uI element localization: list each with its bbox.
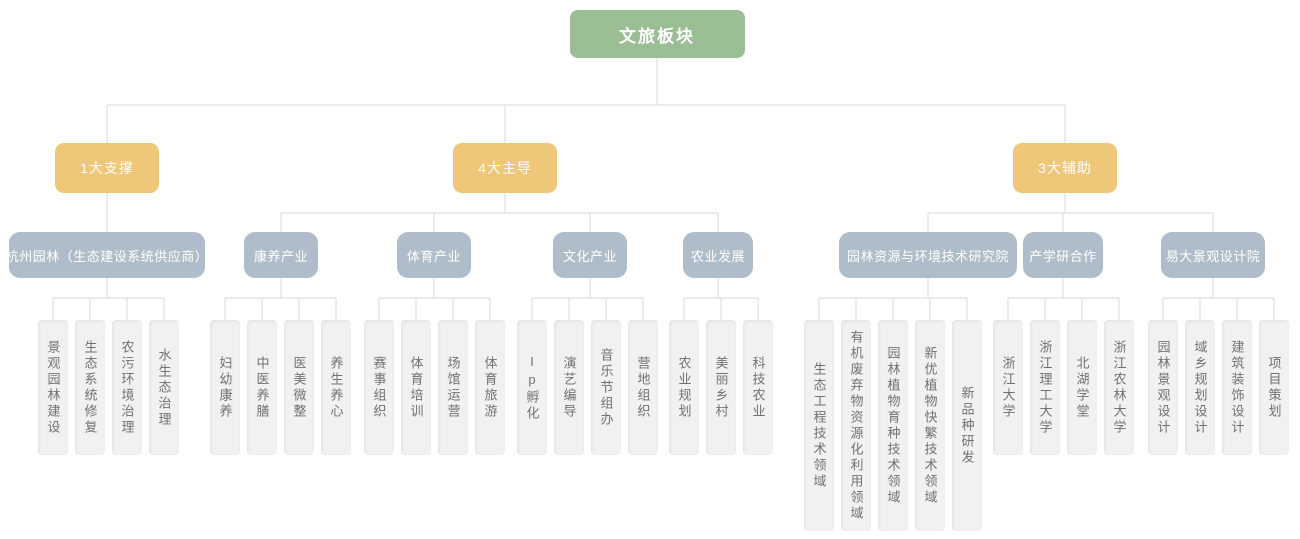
leaf-node: 新品种研发 [952,320,982,531]
group-node: 康养产业 [244,232,318,278]
leaf-node: 演艺编导 [554,320,584,455]
leaf-node: Ip孵化 [517,320,547,455]
leaf-node: 浙江农林大学 [1104,320,1134,455]
leaf-node: 生态系统修复 [75,320,105,455]
leaf-node: 浙江理工大学 [1030,320,1060,455]
branch-node: 1大支撑 [55,143,159,193]
leaf-node: 有机废弃物资源化利用领域 [841,320,871,531]
leaf-node: 科技农业 [743,320,773,455]
leaf-node: 新优植物快繁技术领域 [915,320,945,531]
leaf-node: 妇幼康养 [210,320,240,455]
leaf-node: 医美微整 [284,320,314,455]
leaf-node: 农污环境治理 [112,320,142,455]
group-node: 体育产业 [397,232,471,278]
leaf-node: 音乐节组办 [591,320,621,455]
leaf-node: 园林植物育种技术领域 [878,320,908,531]
leaf-node: 项目策划 [1259,320,1289,455]
leaf-node: 场馆运营 [438,320,468,455]
leaf-node: 养生养心 [321,320,351,455]
group-node: 园林资源与环境技术研究院 [839,232,1017,278]
leaf-node: 景观园林建设 [38,320,68,455]
leaf-node: 中医养膳 [247,320,277,455]
leaf-node: 营地组织 [628,320,658,455]
leaf-node: 建筑装饰设计 [1222,320,1252,455]
leaf-node: 美丽乡村 [706,320,736,455]
leaf-node: 水生态治理 [149,320,179,455]
group-node: 文化产业 [553,232,627,278]
leaf-node: 赛事组织 [364,320,394,455]
leaf-node: 体育培训 [401,320,431,455]
leaf-node: 北湖学堂 [1067,320,1097,455]
leaf-node: 体育旅游 [475,320,505,455]
leaf-node: 域乡规划设计 [1185,320,1215,455]
root-node: 文旅板块 [569,10,745,58]
group-node: 易大景观设计院 [1161,232,1265,278]
leaf-node: 浙江大学 [993,320,1023,455]
group-node: 杭州园林（生态建设系统供应商） [6,232,208,278]
leaf-node: 园林景观设计 [1148,320,1178,455]
group-node: 产学研合作 [1023,232,1103,278]
leaf-node: 农业规划 [669,320,699,455]
group-node: 农业发展 [683,232,753,278]
branch-node: 3大辅助 [1013,143,1117,193]
leaf-node: 生态工程技术领域 [804,320,834,531]
branch-node: 4大主导 [453,143,557,193]
